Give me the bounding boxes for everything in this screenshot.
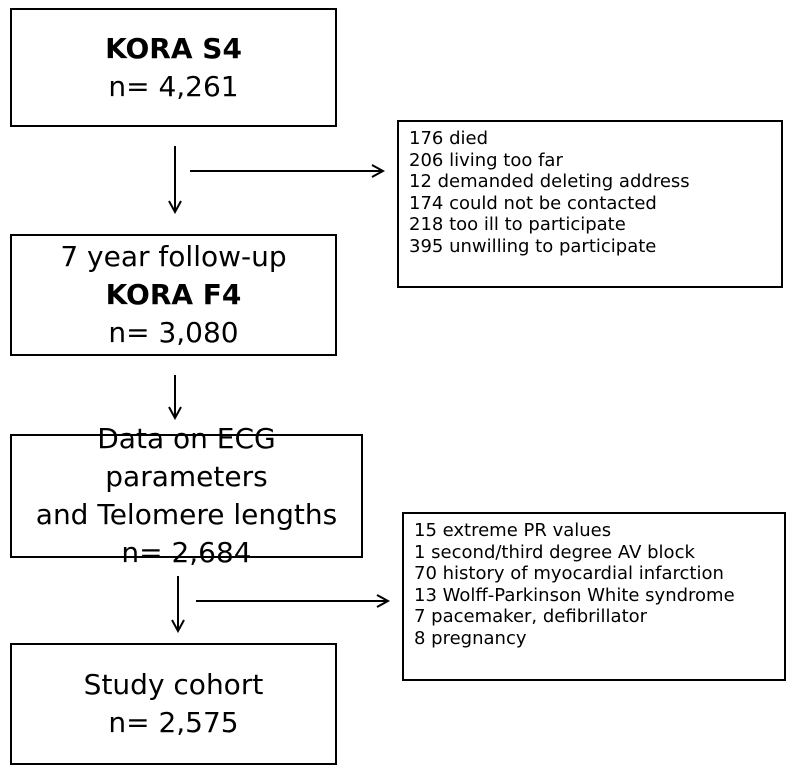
exclusion-item: 15 extreme PR values	[414, 520, 612, 541]
exclusions-box-1: 176 died 206 living too far 12 demanded …	[397, 120, 783, 288]
study-cohort-count: n= 2,575	[108, 706, 239, 739]
exclusion-item: 12 demanded deleting address	[409, 171, 690, 192]
follow-up-count: n= 3,080	[108, 316, 239, 349]
study-cohort-box: Study cohort n= 2,575	[10, 643, 337, 765]
kora-s4-count: n= 4,261	[108, 69, 239, 103]
exclusion-item: 7 pacemaker, defibrillator	[414, 606, 648, 627]
exclusion-item: 206 living too far	[409, 149, 563, 171]
exclusions-box-2: 15 extreme PR values 1 second/third degr…	[402, 512, 786, 681]
follow-up-label: 7 year follow-up	[60, 240, 287, 273]
exclusion-item: 8 pregnancy	[414, 627, 527, 649]
follow-up-title: KORA F4	[105, 278, 242, 311]
kora-s4-box: KORA S4 n= 4,261	[10, 8, 337, 127]
exclusion-item: 176 died	[409, 128, 489, 149]
exclusion-item: 218 too ill to participate	[409, 214, 626, 235]
exclusion-item: 174 could not be contacted	[409, 192, 657, 214]
data-ecg-line1: Data on ECG parameters	[97, 422, 276, 493]
follow-up-box: 7 year follow-up KORA F4 n= 3,080	[10, 234, 337, 356]
exclusion-item: 395 unwilling to participate	[409, 235, 657, 257]
data-ecg-line2: and Telomere lengths	[35, 498, 338, 531]
exclusion-item: 1 second/third degree AV block	[414, 541, 695, 563]
exclusion-item: 70 history of myocardial infarction	[414, 563, 724, 584]
kora-s4-title: KORA S4	[105, 31, 242, 65]
data-ecg-count: n= 2,684	[121, 536, 252, 569]
study-cohort-title: Study cohort	[83, 668, 264, 701]
data-ecg-box: Data on ECG parameters and Telomere leng…	[10, 422, 363, 569]
exclusion-item: 13 Wolff-Parkinson White syndrome	[414, 584, 735, 606]
